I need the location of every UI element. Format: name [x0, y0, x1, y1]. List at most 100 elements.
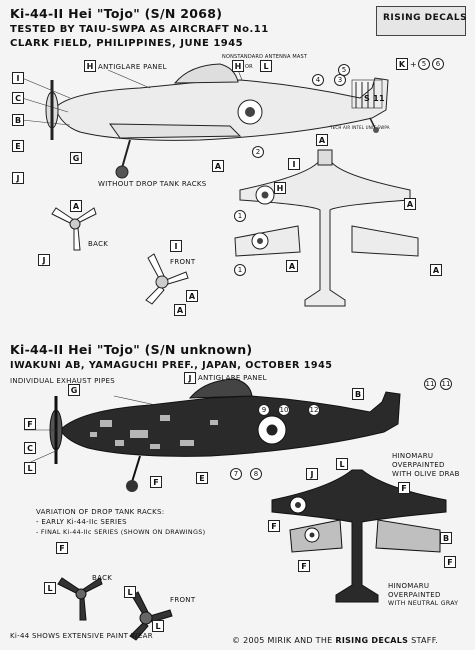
copyright-suffix: STAFF.	[411, 636, 439, 645]
marker-b-3: B	[440, 532, 452, 544]
propeller-back-2	[57, 577, 103, 621]
marker-f-4: F	[268, 520, 280, 532]
callout-antiglare-1: ANTIGLARE PANEL	[98, 63, 167, 71]
propeller-back-1	[51, 207, 97, 251]
marker-n12: 12	[308, 404, 320, 416]
marker-j-2: J	[38, 254, 50, 266]
marker-n10: 10	[278, 404, 290, 416]
marker-n4-1: 4	[312, 74, 324, 86]
marker-l-4: L	[44, 582, 56, 594]
marker-n6-1: 6	[432, 58, 444, 70]
marker-a-5: A	[186, 290, 198, 302]
marker-f-7: F	[444, 556, 456, 568]
marker-l-3: L	[336, 458, 348, 470]
marker-n11-b: 11	[440, 378, 452, 390]
aircraft-planform-dark	[271, 469, 447, 603]
section2-title: Ki-44-II Hei "Tojo" (S/N unknown)	[10, 342, 253, 357]
section1-subtitle-1: TESTED BY TAIU-SWPA AS AIRCRAFT No.11	[10, 24, 269, 35]
marker-a-7: A	[286, 260, 298, 272]
propeller-front-2	[129, 591, 173, 641]
section1-subtitle-2: CLARK FIELD, PHILIPPINES, JUNE 1945	[10, 38, 244, 49]
marker-f-5: F	[56, 542, 68, 554]
marker-a-2: A	[316, 134, 328, 146]
label-back-1: BACK	[88, 240, 109, 248]
wing-right-under	[351, 225, 419, 257]
marker-f-3: F	[398, 482, 410, 494]
marker-n5-2: 5	[338, 64, 350, 76]
marker-a-8: A	[430, 264, 442, 276]
marker-a-4: A	[70, 200, 82, 212]
marker-e-1: E	[12, 140, 24, 152]
aircraft-topview-silver	[239, 149, 411, 307]
marker-k-plus: +	[410, 60, 417, 69]
racks-item-2: - FINAL Ki-44-IIc SERIES (SHOWN ON DRAWI…	[36, 528, 206, 536]
marker-f-6: F	[298, 560, 310, 572]
hinomaru-olive-line-1: HINOMARU	[392, 452, 434, 460]
logo-text: RISING DECALS	[383, 13, 468, 23]
copyright-text: © 2005 MIRIK AND THE	[232, 636, 333, 645]
tail-stripes	[351, 79, 383, 109]
marker-l-1: L	[260, 60, 272, 72]
marker-c-1: C	[12, 92, 24, 104]
footer-copyright: © 2005 MIRIK AND THE RISING DECALS STAFF…	[232, 636, 438, 645]
marker-i-1: I	[12, 72, 24, 84]
marker-n5-1: 5	[418, 58, 430, 70]
racks-item-1: - EARLY Ki-44-IIc SERIES	[36, 518, 127, 526]
hinomaru-gray-line-3: WITH NEUTRAL GRAY	[388, 600, 459, 607]
marker-n8: 8	[250, 468, 262, 480]
marker-n9: 9	[258, 404, 270, 416]
marker-l-6: L	[152, 620, 164, 632]
marker-n11: 11	[424, 378, 436, 390]
aircraft-profile-silver	[54, 63, 389, 141]
hinomaru-gray-line-1: HINOMARU	[388, 582, 430, 590]
marker-a-3: A	[404, 198, 416, 210]
copyright-brand: RISING DECALS	[335, 636, 409, 645]
marker-i-2: I	[288, 158, 300, 170]
marker-a-1: A	[212, 160, 224, 172]
marker-n2-1: 2	[252, 146, 264, 158]
label-front-1: FRONT	[170, 258, 196, 266]
marker-h-1: H	[84, 60, 96, 72]
tail-stencil: TECH AIR INTEL UNIT SWPA	[330, 125, 390, 130]
propeller-front-1	[145, 253, 189, 305]
marker-f-2: F	[150, 476, 162, 488]
label-back-2: BACK	[92, 574, 113, 582]
marker-k: K	[396, 58, 408, 70]
racks-title: VARIATION OF DROP TANK RACKS:	[36, 508, 165, 516]
callout-or: OR	[245, 64, 253, 70]
callout-antenna-mast: NONSTANDARD ANTENNA MAST	[222, 54, 308, 60]
marker-l-2: L	[24, 462, 36, 474]
callout-exhaust-pipes: INDIVIDUAL EXHAUST PIPES	[10, 377, 115, 385]
marker-l-5: L	[124, 586, 136, 598]
marker-a-6: A	[174, 304, 186, 316]
marker-g-1: G	[70, 152, 82, 164]
marker-b-1: B	[12, 114, 24, 126]
rising-decals-logo: RISING DECALS	[376, 6, 468, 36]
wing-right-under-dark	[375, 519, 441, 553]
callout-antiglare-2: ANTIGLARE PANEL	[198, 374, 267, 382]
section2-subtitle: IWAKUNI AB, YAMAGUCHI PREF., JAPAN, OCTO…	[10, 360, 333, 371]
marker-j-3: J	[184, 372, 196, 384]
marker-n7: 7	[230, 468, 242, 480]
marker-e-2: E	[196, 472, 208, 484]
marker-h-2: H	[232, 60, 244, 72]
marker-f-1: F	[24, 418, 36, 430]
hinomaru-gray-line-2: OVERPAINTED	[388, 591, 441, 599]
marker-h-3: H	[274, 182, 286, 194]
marker-g-2: G	[68, 384, 80, 396]
marker-c-2: C	[24, 442, 36, 454]
callout-without-racks: WITHOUT DROP TANK RACKS	[98, 180, 207, 188]
label-front-2: FRONT	[170, 596, 196, 604]
marker-j-1: J	[12, 172, 24, 184]
marker-n1-1: 1	[234, 210, 246, 222]
marker-j-4: J	[306, 468, 318, 480]
marker-i-3: I	[170, 240, 182, 252]
paint-wear-note: Ki-44 SHOWS EXTENSIVE PAINT WEAR	[10, 632, 153, 640]
aircraft-profile-dark	[59, 378, 401, 457]
section1-title: Ki-44-II Hei "Tojo" (S/N 2068)	[10, 6, 223, 21]
hinomaru-olive-line-3: WITH OLIVE DRAB	[392, 470, 460, 478]
fuselage-number: S 11	[364, 94, 385, 103]
marker-n1-2: 1	[234, 264, 246, 276]
